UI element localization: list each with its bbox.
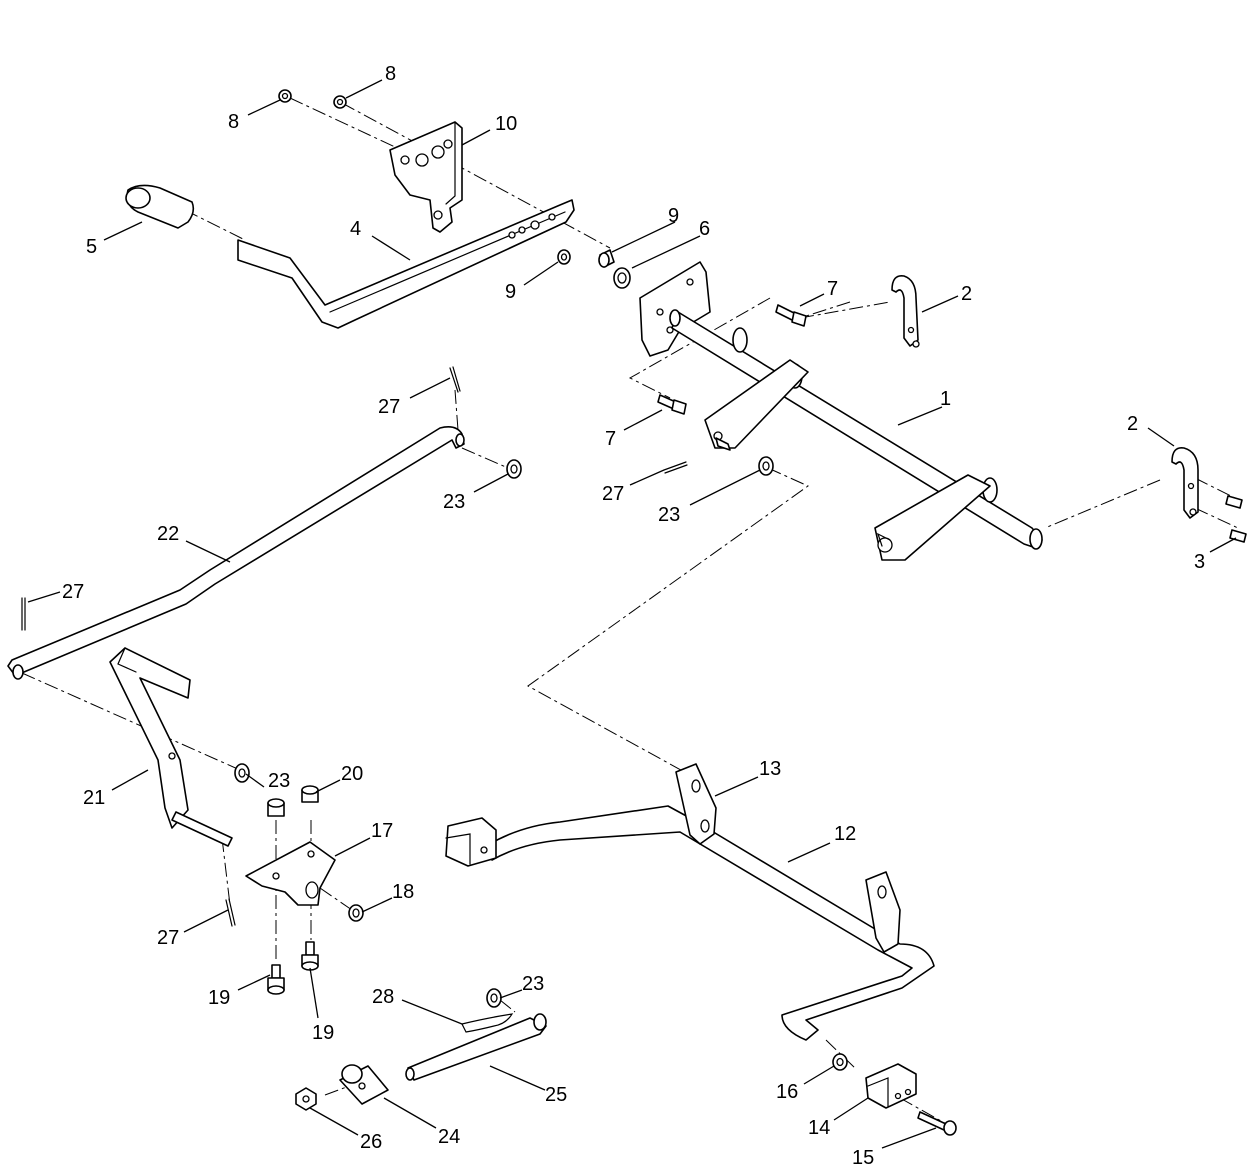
part-3-bolt-upper xyxy=(1225,495,1243,509)
part-9-spacer-upper xyxy=(598,249,615,268)
part-5-handle-grip xyxy=(125,184,195,229)
part-13-lift-bracket xyxy=(675,763,901,953)
part-8-nut-right xyxy=(333,95,347,109)
part-28-hairpin-clip xyxy=(461,1013,514,1033)
callout-9-upper: 9 xyxy=(668,205,679,227)
callout-9-lower: 9 xyxy=(505,281,516,303)
callout-27-center: 27 xyxy=(602,483,624,505)
part-21-pedal-arm xyxy=(109,647,233,847)
callout-24: 24 xyxy=(438,1126,460,1148)
part-26-lock-nut xyxy=(295,1087,317,1111)
callout-8-right: 8 xyxy=(385,63,396,85)
callout-22: 22 xyxy=(157,523,179,545)
callout-leaders xyxy=(27,79,1237,1149)
callout-23-bottom: 23 xyxy=(522,973,544,995)
part-15-bolt xyxy=(917,1111,957,1136)
callout-13: 13 xyxy=(759,758,781,780)
part-25-pin-rod xyxy=(405,1013,547,1081)
part-24-tube xyxy=(339,1064,389,1105)
part-27-cotter-pin-lower xyxy=(225,898,236,927)
part-16-nut xyxy=(832,1053,848,1071)
callout-15: 15 xyxy=(852,1147,874,1169)
callout-14: 14 xyxy=(808,1117,830,1139)
part-19-bolt-upper xyxy=(267,798,285,817)
part-4-lever-arm xyxy=(237,199,575,329)
callout-17: 17 xyxy=(371,820,393,842)
callout-27-left: 27 xyxy=(62,581,84,603)
part-19-bolt-lower-left xyxy=(267,964,285,995)
callout-27-lower: 27 xyxy=(157,927,179,949)
part-27-cotter-pin-top xyxy=(449,366,461,393)
part-19-bolt-lower-right xyxy=(301,941,319,971)
part-27-cotter-pin-center xyxy=(663,461,688,474)
callout-7-upper: 7 xyxy=(827,278,838,300)
callout-labels: 1 2 2 3 4 5 6 7 7 8 8 9 9 10 12 13 14 15… xyxy=(62,63,1205,1169)
part-2-hook-upper xyxy=(891,274,920,348)
callout-7-lower: 7 xyxy=(605,428,616,450)
part-27-cotter-pin-left xyxy=(21,597,26,631)
callout-8-left: 8 xyxy=(228,111,239,133)
callout-4: 4 xyxy=(350,218,361,240)
assembly-centerlines xyxy=(21,97,1239,1127)
callout-6: 6 xyxy=(699,218,710,240)
callout-1: 1 xyxy=(940,388,951,410)
callout-23-left: 23 xyxy=(268,770,290,792)
part-8-nut-left xyxy=(278,89,292,103)
callout-18: 18 xyxy=(392,881,414,903)
part-6-bushing xyxy=(613,267,631,289)
callout-19-right: 19 xyxy=(312,1022,334,1044)
part-23-washer-left xyxy=(234,763,250,783)
callout-16: 16 xyxy=(776,1081,798,1103)
part-9-washer-lower xyxy=(557,249,571,265)
part-12-lift-rod xyxy=(487,805,935,1041)
part-18-bushing xyxy=(348,904,364,922)
callout-20: 20 xyxy=(341,763,363,785)
callout-26: 26 xyxy=(360,1131,382,1153)
part-23-washer-center xyxy=(758,456,774,476)
part-17-pivot-bracket xyxy=(245,841,336,906)
callout-2-upper: 2 xyxy=(961,283,972,305)
part-7-bolt-lower xyxy=(657,394,687,415)
part-22-link-rod xyxy=(7,426,465,680)
callout-2-lower: 2 xyxy=(1127,413,1138,435)
part-14-stop-block xyxy=(865,1063,917,1109)
callout-21: 21 xyxy=(83,787,105,809)
part-23-washer-bottom xyxy=(486,988,502,1008)
part-1-lift-shaft-assembly xyxy=(639,261,1043,561)
callout-23-top: 23 xyxy=(443,491,465,513)
part-2-hook-lower xyxy=(1171,446,1199,519)
callout-5: 5 xyxy=(86,236,97,258)
callout-10: 10 xyxy=(495,113,517,135)
callout-23-center: 23 xyxy=(658,504,680,526)
part-10-mounting-bracket xyxy=(389,121,463,233)
callout-19-left: 19 xyxy=(208,987,230,1009)
callout-27-top: 27 xyxy=(378,396,400,418)
callout-28: 28 xyxy=(372,986,394,1008)
part-23-washer-top xyxy=(506,459,522,479)
callout-3: 3 xyxy=(1194,551,1205,573)
part-7-bolt-upper xyxy=(775,304,807,327)
callout-25: 25 xyxy=(545,1084,567,1106)
part-12-end-block-left xyxy=(445,817,497,867)
part-20-flange-nut xyxy=(301,785,319,803)
callout-12: 12 xyxy=(834,823,856,845)
